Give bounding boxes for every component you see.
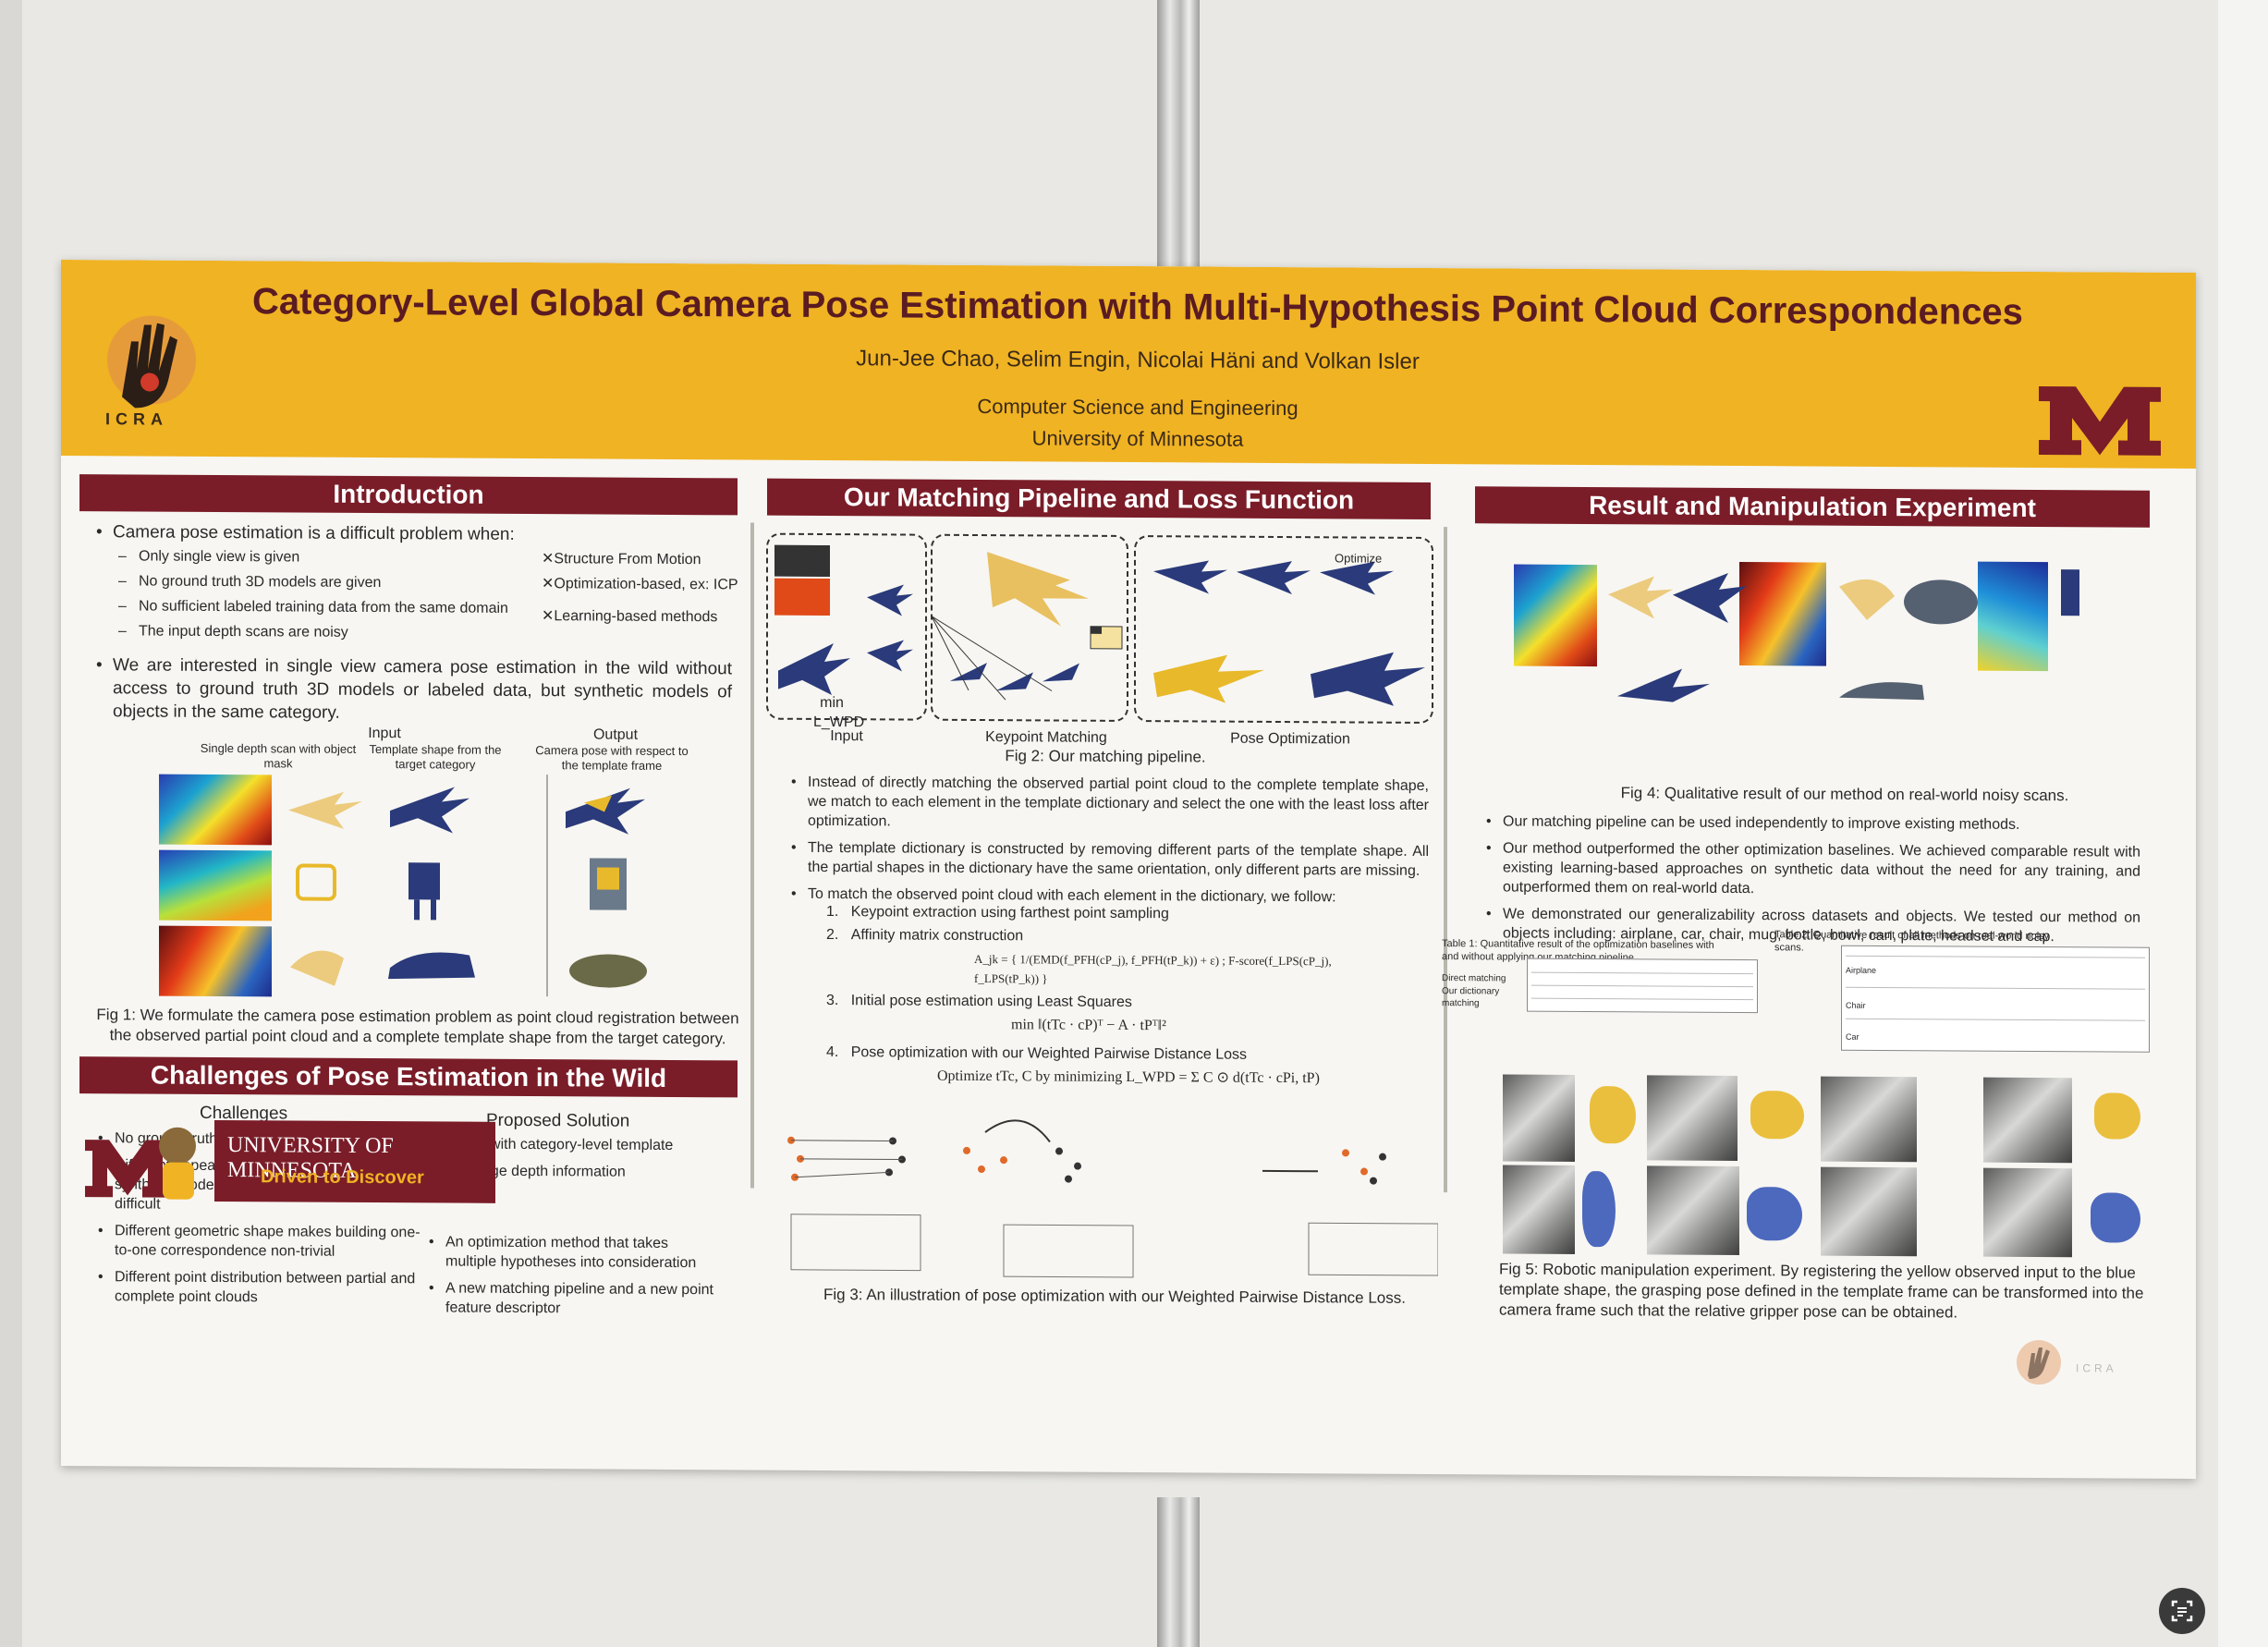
- fig5-photo-2: [1647, 1075, 1738, 1162]
- icra-small-label: ICRA: [2076, 1361, 2117, 1375]
- table1: [1527, 958, 1758, 1014]
- fig2-pipeline-diagram: [766, 532, 1433, 724]
- intro-bullet-2: We are interested in single view camera …: [113, 653, 732, 726]
- fig4-shapes: [1608, 569, 2079, 702]
- fig3-caption: Fig 3: An illustration of pose optimizat…: [823, 1285, 1406, 1307]
- column-divider-2: [1444, 527, 1447, 1193]
- fig5-photo-5: [1503, 1165, 1575, 1254]
- fig1-depth-car: [159, 925, 272, 997]
- live-text-icon: [2171, 1600, 2193, 1622]
- fig5-bowl: [1747, 1187, 1802, 1241]
- eq-least-squares: min ‖(tTc · cP)ᵀ − A · tPᵀ‖²: [1011, 1017, 1166, 1034]
- intro-bullet-1: Camera pose estimation is a difficult pr…: [100, 520, 738, 547]
- table2: Airplane Chair Car: [1841, 945, 2150, 1053]
- results-bullets: Our matching pipeline can be used indepe…: [1503, 811, 2140, 946]
- intro-dash-list: Only single view is given No ground trut…: [139, 546, 545, 643]
- table2-group-chair: Chair: [1846, 1000, 1866, 1010]
- poster-affiliation: Computer Science and Engineering Univers…: [200, 386, 2076, 460]
- column-divider-1: [750, 522, 754, 1189]
- fig1-col-template: Template shape from the target category: [369, 741, 502, 772]
- poster-title: Category-Level Global Camera Pose Estima…: [252, 281, 2023, 333]
- pipeline-bullets: Instead of directly matching the observe…: [808, 773, 1429, 908]
- fig1-depth-airplane: [159, 774, 272, 846]
- icra-hand-logo-icon: [107, 315, 196, 409]
- fig4-depth-airplane: [1514, 564, 1597, 667]
- fig5-photo-1: [1503, 1074, 1575, 1162]
- fig1-col-pose: Camera pose with respect to the template…: [535, 743, 689, 773]
- umn-banner-tagline: Driven to Discover: [261, 1166, 424, 1189]
- fig2-stage-opt: Pose Optimization: [1230, 730, 1350, 748]
- icra-small-logo-icon: [2017, 1340, 2061, 1385]
- fig5-photo-3: [1821, 1076, 1917, 1163]
- wall-pole-top: [1157, 0, 1200, 277]
- introduction-heading: Introduction: [79, 474, 738, 516]
- umn-banner: UNIVERSITY OF MINNESOTA Driven to Discov…: [214, 1119, 495, 1203]
- fig5-input-1: [1590, 1086, 1636, 1144]
- icra-label: ICRA: [105, 409, 168, 429]
- results-heading: Result and Manipulation Experiment: [1475, 486, 2150, 528]
- fig5-can: [1582, 1170, 1616, 1248]
- fig5-input-3: [2094, 1092, 2140, 1140]
- poster: ICRA Category-Level Global Camera Pose E…: [61, 259, 2196, 1480]
- fig2-stage-match: Keypoint Matching: [985, 729, 1107, 746]
- fig2-caption: Fig 2: Our matching pipeline.: [1005, 747, 1206, 766]
- poster-header: ICRA Category-Level Global Camera Pose E…: [61, 259, 2196, 470]
- solution-col-title: Proposed Solution: [486, 1110, 630, 1131]
- intro-excluded-methods: ✕Structure From Motion ✕Optimization-bas…: [542, 551, 738, 626]
- fig3-illustration: [787, 1119, 1438, 1278]
- fig1-caption: Fig 1: We formulate the camera pose esti…: [96, 1006, 739, 1048]
- eq-wpd: Optimize tTc, C by minimizing L_WPD = Σ …: [937, 1068, 1320, 1087]
- fig5-photo-4: [1983, 1077, 2072, 1164]
- table1-row-dictionary: Our dictionary matching: [1442, 986, 1500, 1009]
- poster-authors: Jun-Jee Chao, Selim Engin, Nicolai Häni …: [856, 346, 1420, 374]
- pipeline-steps: 1. Keypoint extraction using farthest po…: [826, 902, 1381, 1089]
- table2-group-car: Car: [1846, 1031, 1860, 1042]
- fig2-stage-input: Input: [830, 728, 863, 745]
- umn-m-logo-icon: [2039, 386, 2161, 456]
- fig1-depth-chair: [159, 849, 272, 921]
- fig5-photo-7: [1821, 1166, 1917, 1257]
- fig5-photo-8: [1983, 1167, 2072, 1258]
- fig5-caption: Fig 5: Robotic manipulation experiment. …: [1499, 1260, 2144, 1322]
- challenges-heading: Challenges of Pose Estimation in the Wil…: [79, 1056, 738, 1098]
- table2-group-airplane: Airplane: [1846, 965, 1877, 975]
- table1-row-direct: Direct matching: [1442, 973, 1506, 984]
- fig1-output-label: Output: [592, 726, 639, 743]
- fig5-photo-6: [1647, 1165, 1739, 1256]
- fig2-optimize-label: Optimize: [1335, 551, 1383, 566]
- fig4-caption: Fig 4: Qualitative result of our method …: [1620, 784, 2069, 805]
- fig1-col-depth: Single depth scan with object mask: [200, 740, 357, 771]
- wall-left: [0, 0, 22, 1647]
- live-text-button[interactable]: [2159, 1588, 2205, 1634]
- fig1-input-label: Input: [368, 725, 401, 742]
- wall-pole-bottom: [1157, 1497, 1200, 1647]
- wall-right: [2218, 0, 2268, 1647]
- fig1-shapes: [288, 773, 647, 997]
- fig5-input-2: [1750, 1091, 1804, 1140]
- eq-affinity: A_jk = { 1/(EMD(f_PFH(cP_j), f_PFH(tP_k)…: [974, 951, 1332, 986]
- fig5-headset: [2091, 1192, 2140, 1243]
- goldy-mascot-logo-icon: [85, 1127, 196, 1200]
- pipeline-heading: Our Matching Pipeline and Loss Function: [767, 478, 1431, 519]
